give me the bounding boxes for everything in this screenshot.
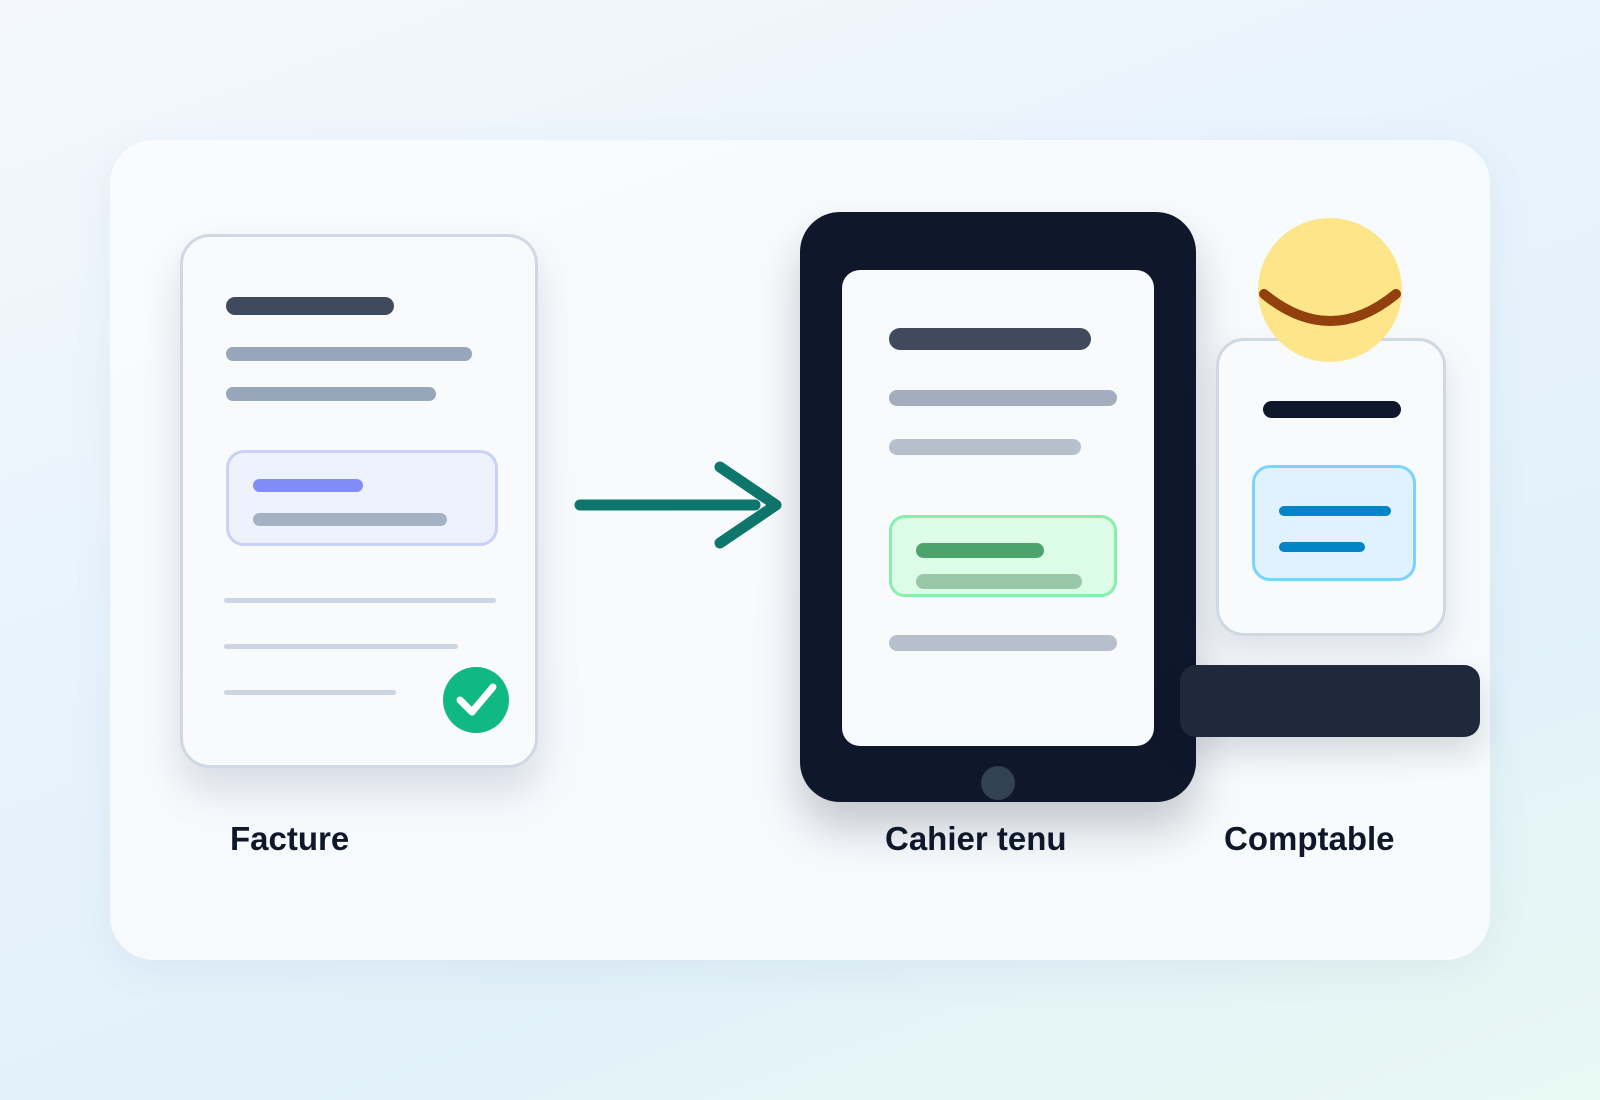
invoice-text-line	[226, 347, 472, 361]
ledger-highlight-line	[916, 543, 1044, 558]
accountant-highlight-box	[1252, 465, 1416, 581]
invoice-caption: Facture	[230, 820, 350, 857]
invoice-rule-line	[224, 690, 396, 695]
ledger-text-line	[889, 635, 1117, 651]
invoice-document	[180, 234, 538, 768]
ledger-screen	[842, 270, 1154, 746]
invoice-highlight-box	[226, 450, 498, 546]
ledger-caption: Cahier tenu	[885, 820, 1067, 857]
accountant-name-line	[1263, 401, 1401, 418]
invoice-rule-line	[224, 644, 458, 649]
accountant-card	[1216, 338, 1446, 636]
accountant-highlight-line	[1279, 506, 1391, 516]
accountant-desk	[1180, 665, 1480, 737]
ledger-title-line	[889, 328, 1091, 350]
ledger-highlight-box	[889, 515, 1117, 597]
accountant-caption: Comptable	[1224, 820, 1395, 857]
invoice-text-line	[226, 387, 436, 401]
invoice-highlight-line	[253, 513, 447, 526]
accountant-highlight-line	[1279, 542, 1365, 552]
ledger-tablet	[800, 212, 1196, 802]
arrow-right-icon	[570, 455, 790, 555]
ledger-highlight-line	[916, 574, 1082, 589]
ledger-text-line	[889, 390, 1117, 406]
invoice-title-line	[226, 297, 394, 315]
smiling-face-icon	[1258, 218, 1402, 362]
check-icon	[443, 667, 509, 733]
ledger-text-line	[889, 439, 1081, 455]
tablet-home-button	[981, 766, 1015, 800]
invoice-rule-line	[224, 598, 496, 603]
invoice-highlight-line	[253, 479, 363, 492]
